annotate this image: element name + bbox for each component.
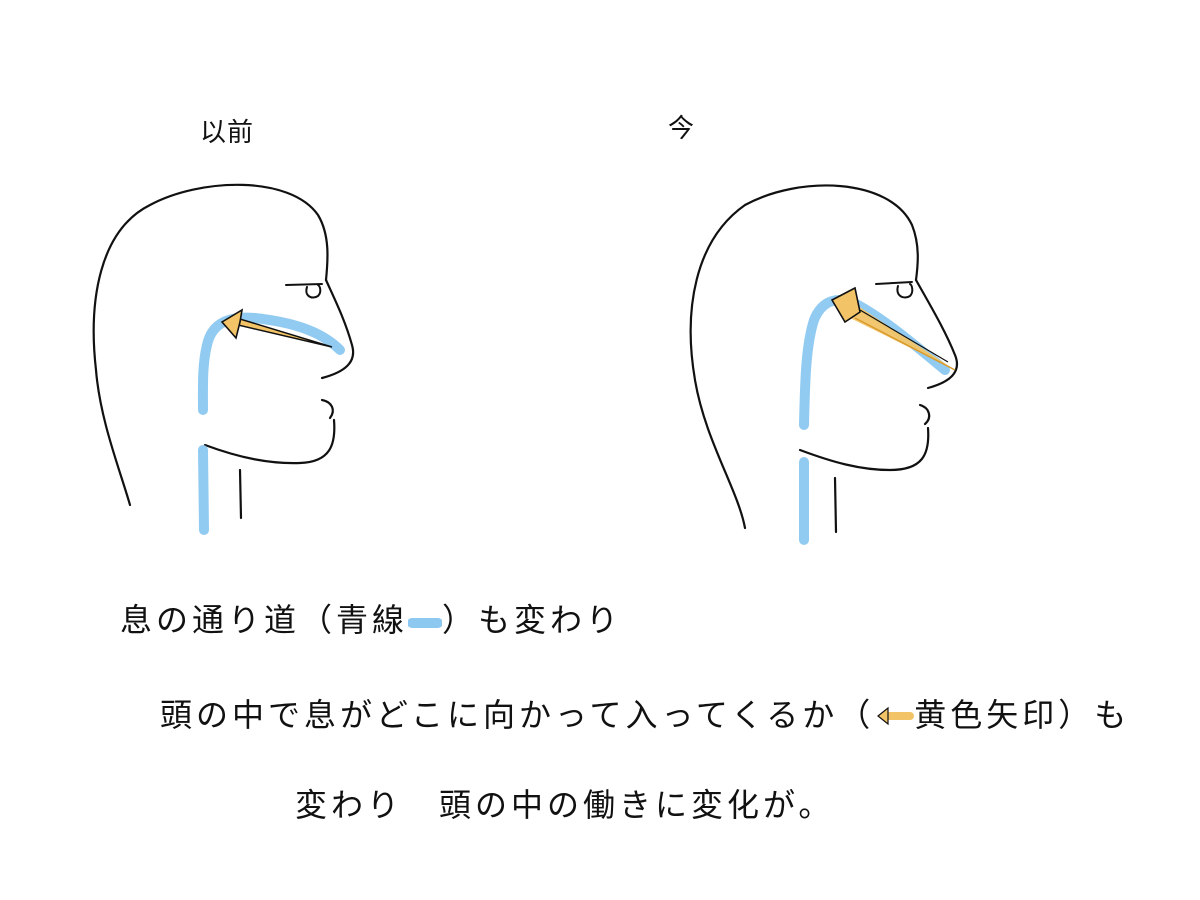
caption-line-1-a: 息の通り道（青線 [120, 601, 409, 639]
arrow-yellow-now [830, 286, 956, 371]
head-before-profile [320, 278, 355, 380]
panel-title-before: 以前 [200, 118, 255, 148]
caption-line-1-b: ）も変わり [442, 601, 623, 639]
head-before-lip [320, 398, 334, 420]
caption-line-2-b: 黄色矢印 [914, 696, 1059, 734]
arrow-yellow-before [220, 308, 333, 348]
head-before-outline [92, 183, 329, 507]
head-now-lip [918, 403, 931, 426]
head-now-eye [896, 283, 914, 299]
caption-line-2-a: 頭の中で息がどこに向かって入ってくるか（ [160, 696, 875, 734]
caption-line-3: 変わり 頭の中の働きに変化が。 [295, 786, 835, 824]
caption-line-2: 頭の中で息がどこに向かって入ってくるか（ 黄色矢印）も [160, 695, 1130, 737]
caption-line-1: 息の通り道（青線 ）も変わり [120, 600, 622, 642]
airway-blue-before-lower [198, 445, 209, 535]
panel-title-now: 今 [668, 114, 696, 144]
head-now-eyebrow [875, 281, 913, 285]
head-now-outline [689, 184, 919, 530]
blue-line-legend [407, 602, 444, 642]
head-before-chin [203, 418, 336, 465]
head-now-profile [914, 278, 958, 390]
head-now-neck [833, 476, 838, 534]
head-before-eye [305, 284, 322, 299]
head-before [92, 183, 355, 535]
caption-line-2-c: ）も [1058, 696, 1131, 734]
head-before-eyebrow [285, 283, 323, 286]
head-now-chin [798, 426, 930, 472]
head-before-neck [238, 468, 243, 520]
yellow-arrow-legend [874, 697, 915, 737]
head-now [689, 184, 958, 545]
